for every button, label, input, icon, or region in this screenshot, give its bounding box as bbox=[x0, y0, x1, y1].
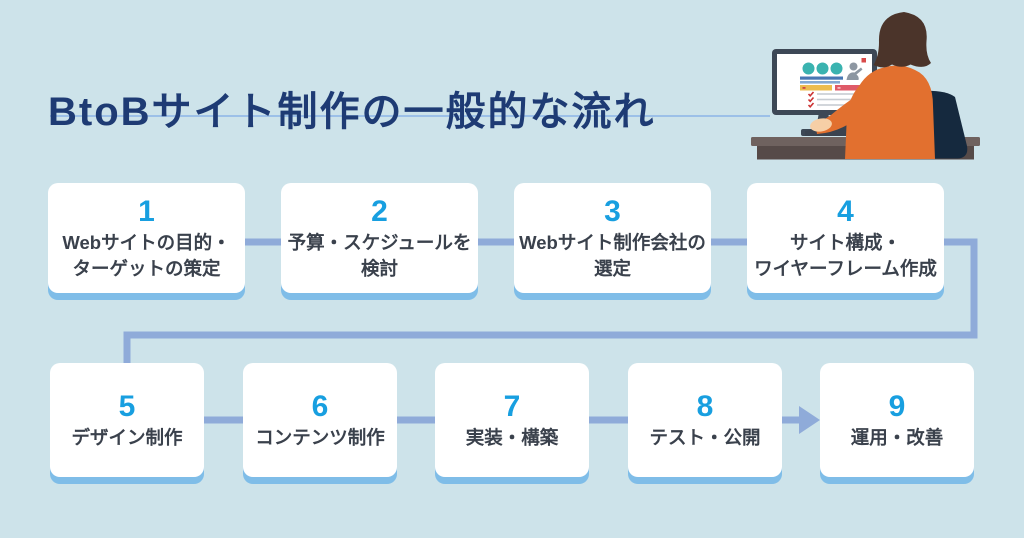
step-number: 3 bbox=[604, 194, 621, 228]
step-number: 6 bbox=[311, 389, 329, 423]
step-label: Webサイト制作会社の 選定 bbox=[519, 231, 706, 279]
screen-text-bar bbox=[800, 81, 840, 84]
step-label: Webサイトの目的・ ターゲットの策定 bbox=[62, 231, 231, 279]
step-number: 4 bbox=[837, 194, 854, 228]
woman-hair bbox=[873, 12, 931, 68]
step-number: 9 bbox=[888, 389, 906, 423]
step-box-6: 6 コンテンツ制作 bbox=[243, 363, 397, 477]
step-label: コンテンツ制作 bbox=[255, 426, 385, 448]
screen-yellow-button-mark bbox=[802, 87, 806, 89]
step-box-2: 2 予算・スケジュールを 検討 bbox=[281, 183, 478, 293]
step-label: デザイン制作 bbox=[71, 426, 183, 448]
step-label: 実装・構築 bbox=[465, 426, 559, 448]
screen-dot-icon bbox=[830, 62, 843, 75]
woman-sweater bbox=[845, 65, 935, 159]
screen-dot-icon bbox=[816, 62, 829, 75]
screen-person-silhouette bbox=[846, 62, 863, 80]
step-box-7: 7 実装・構築 bbox=[435, 363, 589, 477]
step-number: 7 bbox=[503, 389, 521, 423]
step-box-5: 5 デザイン制作 bbox=[50, 363, 204, 477]
step-box-4: 4 サイト構成・ ワイヤーフレーム作成 bbox=[747, 183, 944, 293]
connector-line bbox=[123, 238, 978, 424]
screen-yellow-button bbox=[800, 85, 832, 91]
step-box-8: 8 テスト・公開 bbox=[628, 363, 782, 477]
title-underline bbox=[50, 115, 770, 117]
step-label: 予算・スケジュールを 検討 bbox=[287, 231, 472, 279]
step-number: 5 bbox=[118, 389, 136, 423]
page-title: BtoBサイト制作の一般的な流れ bbox=[48, 89, 656, 134]
step-number: 8 bbox=[696, 389, 714, 423]
screen-red-button bbox=[835, 85, 863, 91]
step-number: 2 bbox=[371, 194, 388, 228]
step-number: 1 bbox=[138, 194, 155, 228]
screen-dot-icon bbox=[802, 62, 815, 75]
screen-red-button-mark bbox=[837, 87, 841, 89]
step-label: テスト・公開 bbox=[649, 426, 761, 448]
screen-text-bar bbox=[800, 76, 843, 80]
screen-checklist bbox=[807, 91, 862, 108]
step-label: 運用・改善 bbox=[850, 426, 944, 448]
step-box-3: 3 Webサイト制作会社の 選定 bbox=[514, 183, 711, 293]
flow-arrow-icon bbox=[799, 406, 820, 434]
step-box-9: 9 運用・改善 bbox=[820, 363, 974, 477]
step-label: サイト構成・ ワイヤーフレーム作成 bbox=[754, 231, 937, 279]
woman-at-computer-illustration bbox=[751, 12, 980, 160]
screen-close-icon bbox=[861, 58, 866, 63]
woman-hand bbox=[810, 118, 832, 132]
step-box-1: 1 Webサイトの目的・ ターゲットの策定 bbox=[48, 183, 245, 293]
